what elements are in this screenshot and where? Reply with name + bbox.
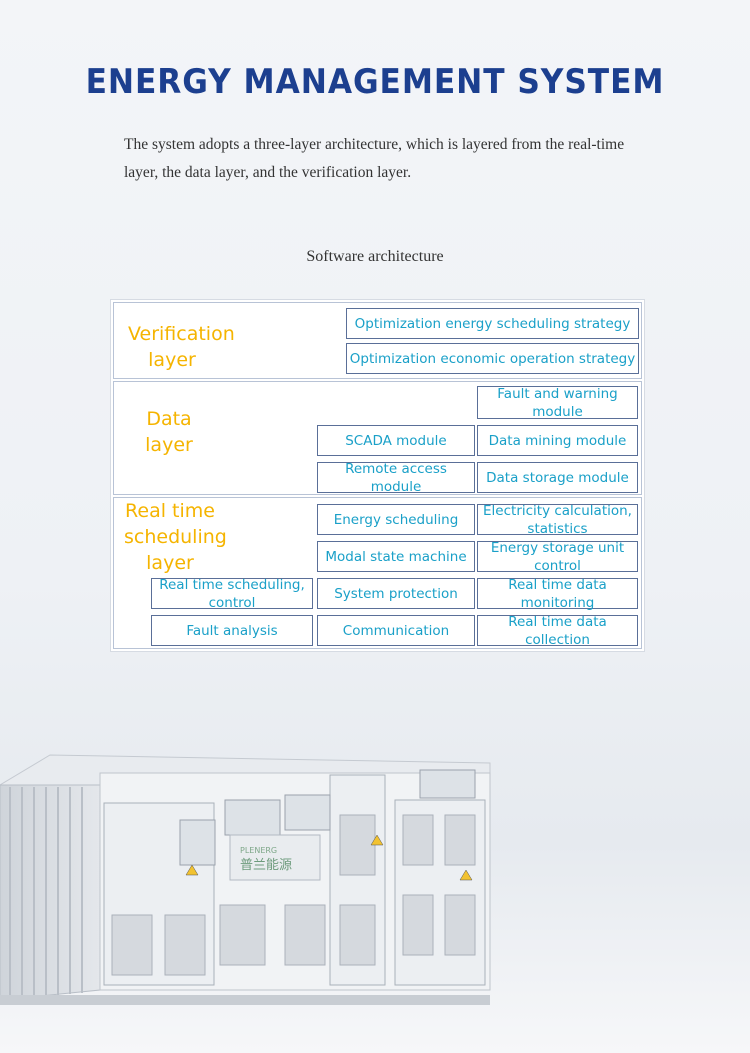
- module-realtime-data-monitoring: Real time data monitoring: [477, 577, 638, 611]
- verification-layer: Verification layer Optimization energy s…: [113, 302, 642, 379]
- data-layer-label: Data layer: [145, 408, 193, 456]
- module-fault-analysis: Fault analysis: [151, 615, 313, 646]
- intro-text: The system adopts a three-layer architec…: [124, 136, 625, 181]
- module-realtime-scheduling-control: Real time scheduling, control: [151, 577, 313, 611]
- module-system-protection: System protection: [317, 578, 475, 609]
- module-data-mining: Data mining module: [477, 425, 638, 456]
- realtime-layer-label: Real time scheduling layer: [124, 500, 227, 574]
- energy-storage-container-image: PLENERG 普兰能源: [0, 754, 491, 1005]
- page-title: ENERGY MANAGEMENT SYSTEM: [85, 62, 665, 102]
- module-realtime-data-collection: Real time data collection: [477, 614, 638, 648]
- module-energy-scheduling: Energy scheduling: [317, 504, 475, 535]
- realtime-layer: Real time scheduling layer Energy schedu…: [113, 497, 642, 649]
- module-fault-and-warning: Fault and warning module: [477, 386, 638, 420]
- module-modal-state-machine: Modal state machine: [317, 541, 475, 572]
- logo-text: 普兰能源: [240, 858, 292, 873]
- data-layer: Data layer Fault and warning module SCAD…: [113, 381, 642, 495]
- module-communication: Communication: [317, 615, 475, 646]
- module-data-storage: Data storage module: [477, 462, 638, 493]
- module-optimization-energy-scheduling: Optimization energy scheduling strategy: [346, 308, 639, 339]
- architecture-diagram: Verification layer Optimization energy s…: [110, 299, 645, 652]
- module-energy-storage-control: Energy storage unit control: [477, 540, 638, 574]
- module-electricity-calculation: Electricity calculation, statistics: [477, 503, 638, 537]
- diagram-subtitle: Software architecture: [306, 248, 444, 265]
- logo-sub-text: PLENERG: [240, 846, 277, 855]
- module-optimization-economic-operation: Optimization economic operation strategy: [346, 343, 639, 374]
- module-scada: SCADA module: [317, 425, 475, 456]
- verification-layer-label: Verification layer: [128, 323, 235, 371]
- module-remote-access: Remote access module: [317, 461, 475, 495]
